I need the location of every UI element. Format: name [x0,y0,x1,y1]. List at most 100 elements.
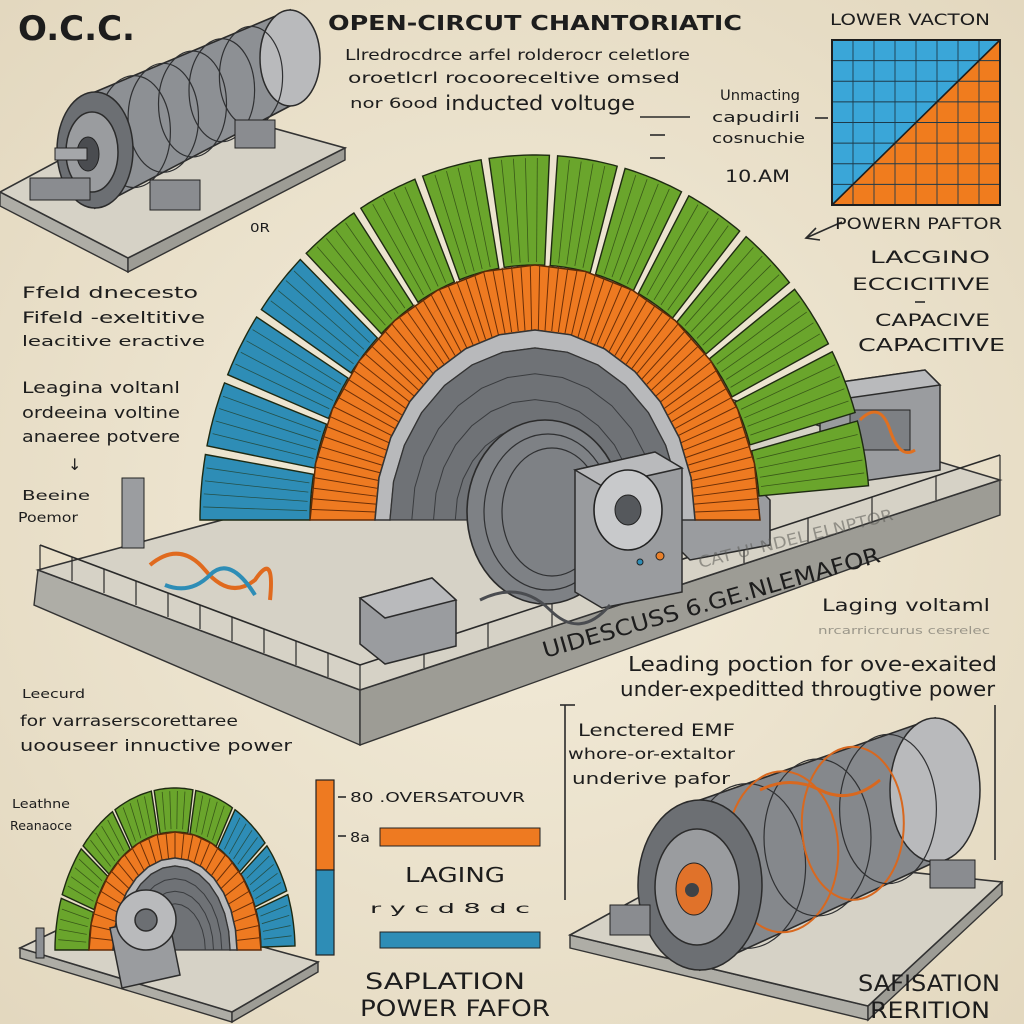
coil-strand [261,915,290,925]
scale-lower [315,869,335,956]
coil-strand [262,925,291,932]
coil-strand [95,832,116,862]
winding-strand [216,861,233,882]
bar-legend-lagging: LAGING [405,863,505,887]
machine-ring [800,745,905,901]
coil-strand [215,420,316,450]
header-line-3-small: nor 6ood [350,96,438,112]
winding-strand [680,415,741,444]
small-generator-rotor [35,889,181,989]
winding-strand [537,265,541,331]
winding-strand [156,834,163,861]
winding-strand [678,406,737,436]
coil-strand [136,799,147,836]
coil-strand [761,472,865,487]
machine-ring [127,62,200,173]
cable-bundle [148,551,273,601]
winding-strand [694,508,760,513]
chart-diagonal [831,39,1001,206]
winding-strand [313,476,378,489]
winding-strand [660,361,712,403]
winding-strand [193,837,203,863]
winding-strand [187,834,194,861]
chart-top-label: LOWER VACTON [830,10,990,29]
coil-strand [316,246,386,326]
leading-line-1: Leading poction for ove-exaited [628,652,997,676]
coil-strand [58,939,87,943]
top-left-base-block [29,177,91,201]
coil-strand [566,161,582,265]
coil-strand [293,270,370,343]
winding-strand [501,267,513,333]
winding-strand [100,890,122,905]
winding-strand [139,842,151,867]
winding-strand [614,298,648,356]
coil-strand [345,222,406,309]
winding-strand [492,269,506,334]
winding-strand [316,456,381,474]
coil-strand [67,885,94,902]
coil-strand [70,876,97,895]
arrow-line [805,221,843,239]
winding-strand [96,901,119,914]
winding-strand [165,832,170,859]
winding-strand [625,310,664,365]
coil-strand [169,791,172,830]
winding-strand [414,304,450,360]
winding-strand [110,870,130,889]
coil-strand [574,163,594,267]
coil-strand [270,300,354,365]
coil-strand [721,311,807,373]
coil-strand [78,858,103,882]
chart-bottom-label: POWERN PAFTOR [835,214,1002,233]
br-cable [759,778,881,798]
power-factor-chart [831,39,1001,206]
coil-strand [582,166,606,268]
winding-strand [398,316,439,369]
indicator-light-icon [655,551,665,561]
winding-strand [571,271,587,336]
winding-strand [438,289,468,349]
top-left-base-block [149,179,201,211]
right-voltage-subtitle: nrcarricrcurus cesrelec [818,624,990,637]
winding-strand [105,880,126,897]
coil-strand [740,364,836,410]
right-stack-4: CAPACITIVE [858,335,1005,356]
coil-strand [285,280,365,350]
equipment-cable [858,410,916,454]
winding-strand [131,847,145,871]
winding-strand [337,396,396,429]
coil-strand [252,329,342,385]
main-generator-stator [199,154,870,521]
winding-strand [590,280,614,343]
winding-strand [608,293,640,352]
coil-strand [335,230,399,314]
shaft-core [614,494,642,526]
winding-strand [319,445,382,466]
legend-bar-orange [379,827,541,847]
small-side-post [35,927,45,959]
winding-strand [694,498,760,505]
br-base-block [929,859,976,889]
winding-strand [693,487,759,497]
bottom-right-1: SAFISATION [858,972,1000,997]
coil-strand [702,274,780,346]
coil-strand [372,204,424,296]
winding-strand [342,387,399,423]
coil-strand [524,158,529,263]
coil-segment [153,787,194,835]
left-field-3: leacitive eractive [22,334,205,350]
bar-legend-mid: 8a [350,831,370,846]
coil-strand [696,264,772,339]
small-rotor-hub [134,908,158,932]
winding-strand [557,267,569,333]
winding-strand [602,289,632,349]
top-left-machine-back [259,9,321,107]
winding-strand [430,293,462,352]
control-box-top [358,577,458,619]
winding-strand [689,456,754,474]
coil-strand [750,400,849,436]
winding-strand [631,316,672,369]
winding-strand [117,861,134,882]
